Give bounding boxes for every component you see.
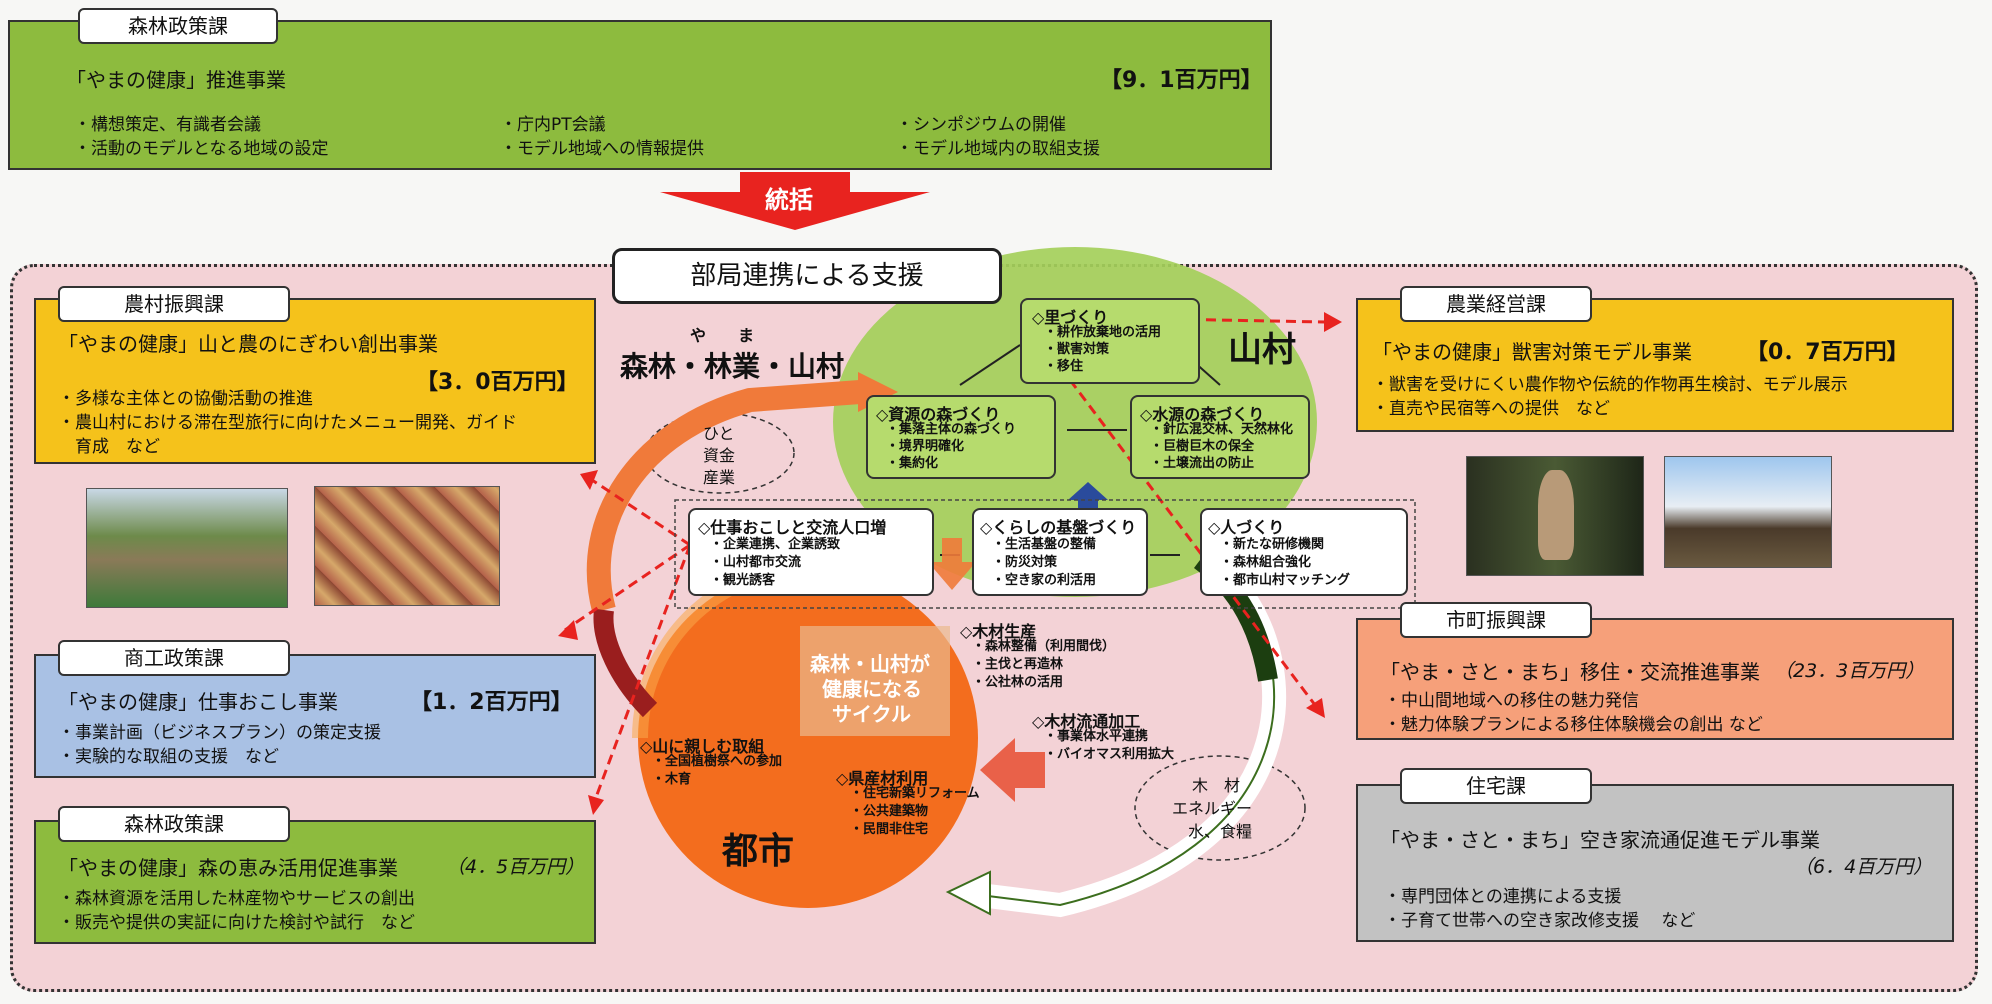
tokatsu-label: 統括 (765, 186, 813, 214)
toshi-label: 都市 (722, 831, 795, 872)
noson-title: 「やまの健康」山と農のにぎわい創出事業 (58, 332, 438, 356)
node-seisan-line-1: ・森林整備（利用間伐） (972, 639, 1116, 654)
shicho-line-1: ・中山間地域への移住の魅力発信 (1384, 691, 1639, 711)
top-item-4: ・活動のモデルとなる地域の設定 (74, 139, 329, 159)
house-photo (1664, 456, 1832, 568)
left-arrow-thick (980, 738, 1045, 802)
jutaku-budget: （6．4百万円） (1794, 856, 1933, 878)
shicho-tab: 市町振興課 (1400, 602, 1592, 638)
node-kensan-line-2: ・公共建築物 (850, 804, 929, 819)
node-hito: ◇人づくり ・新たな研修機関 ・森林組合強化 ・都市山村マッチング (1200, 508, 1408, 596)
nogyo-line-2: ・直売や民宿等への提供 など (1372, 399, 1610, 419)
top-item-2: ・庁内PT会議 (500, 115, 606, 135)
right-box-shicho: 「やま・さと・まち」移住・交流推進事業 （23．3百万円） ・中山間地域への移住… (1356, 618, 1954, 740)
shinrin-tab: 森林政策課 (58, 806, 290, 842)
cycle-box (800, 626, 950, 736)
nogyo-budget: 【0．7百万円】 (1746, 340, 1909, 365)
shinrin-line-2: ・販売や提供の実証に向けた検討や試行 など (58, 913, 415, 933)
mokuzai-line-2: エネルギー (1172, 799, 1253, 818)
hito-label-1: ひと (703, 424, 735, 443)
top-project-box: 「やまの健康」推進事業 【9．1百万円】 ・構想策定、有識者会議 ・庁内PT会議… (8, 20, 1272, 170)
shicho-budget: （23．3百万円） (1774, 660, 1925, 682)
node-ryutsu-line-1: ・事業体水平連携 (1044, 729, 1149, 744)
node-kensan-title: ◇県産材利用 (836, 769, 929, 788)
cycle-line-2: 健康になる (822, 677, 922, 701)
jutaku-title: 「やま・さと・まち」空き家流通促進モデル事業 (1380, 828, 1820, 852)
shinrin-budget: （4．5百万円） (446, 856, 585, 878)
node-shigoto: ◇仕事おこしと交流人口増 ・企業連携、企業誘致 ・山村都市交流 ・観光誘客 (688, 508, 934, 596)
noson-line-1: ・多様な主体との協働活動の推進 (58, 389, 313, 409)
shinrin-title: 「やまの健康」森の恵み活用促進事業 (58, 856, 398, 880)
up-arrow-icon (1068, 482, 1108, 512)
top-item-1: ・構想策定、有識者会議 (74, 115, 261, 135)
middle-row-box (674, 499, 1416, 609)
top-item-6: ・モデル地域内の取組支援 (896, 139, 1100, 159)
right-box-jutaku: 「やま・さと・まち」空き家流通促進モデル事業 （6．4百万円） ・専門団体との連… (1356, 784, 1954, 942)
shoko-tab: 商工政策課 (58, 640, 290, 676)
node-shigen: ◇資源の森づくり ・集落主体の森づくり ・境界明確化 ・集約化 (866, 395, 1056, 479)
hito-label-2: 資金 (703, 446, 736, 465)
down-arrow-thick (928, 538, 976, 590)
node-yamani-title: ◇山に親しむ取組 (640, 737, 765, 756)
market-photo (314, 486, 500, 606)
cycle-line-1: 森林・山村が (810, 652, 930, 676)
top-dept-tab: 森林政策課 (78, 8, 278, 44)
node-yamani-line-2: ・木育 (652, 772, 692, 787)
hito-arrow (586, 380, 861, 614)
node-kurashi: ◇くらしの基盤づくり ・生活基盤の整備 ・防災対策 ・空き家の利活用 (972, 508, 1148, 596)
shinrin-line-1: ・森林資源を活用した林産物やサービスの創出 (58, 889, 415, 909)
nogyo-tab: 農業経営課 (1400, 286, 1592, 322)
support-label: 部局連携による支援 (690, 261, 924, 291)
mokuzai-ellipse (1134, 755, 1306, 861)
node-kensan-line-3: ・民間非住宅 (850, 822, 929, 837)
noson-tab: 農村振興課 (58, 286, 290, 322)
node-suigen: ◇水源の森づくり ・針広混交林、天然林化 ・巨樹巨木の保全 ・土壌流出の防止 (1130, 395, 1310, 479)
node-yamani-line-1: ・全国植樹祭への参加 (652, 754, 783, 769)
jutaku-tab: 住宅課 (1400, 768, 1592, 804)
nogyo-title: 「やまの健康」獣害対策モデル事業 (1372, 340, 1692, 364)
ruby-text: や ま (690, 326, 755, 345)
left-box-noson: 「やまの健康」山と農のにぎわい創出事業 【3．0百万円】 ・多様な主体との協働活… (34, 298, 596, 464)
jutaku-line-1: ・専門団体との連携による支援 (1384, 887, 1622, 907)
down-arrow-icon (660, 172, 930, 230)
top-project-budget: 【9．1百万円】 (1100, 68, 1263, 93)
top-item-3: ・シンポジウムの開催 (896, 115, 1066, 135)
top-project-title: 「やまの健康」推進事業 (66, 68, 286, 92)
shicho-title: 「やま・さと・まち」移住・交流推進事業 (1380, 660, 1760, 684)
village-photo (86, 488, 288, 608)
node-seisan-line-2: ・主伐と再造林 (972, 657, 1064, 672)
mokuzai-line-1: 木 材 (1192, 776, 1241, 795)
node-ryutsu-line-2: ・バイオマス利用拡大 (1044, 747, 1175, 762)
jutaku-line-2: ・子育て世帯への空き家改修支援 など (1384, 911, 1696, 931)
noson-budget: 【3．0百万円】 (416, 370, 579, 395)
mokuzai-line-3: 水、食糧 (1188, 822, 1253, 841)
shoko-line-1: ・事業計画（ビジネスプラン）の策定支援 (58, 723, 381, 743)
deer-shape (1538, 470, 1574, 560)
noson-line-3: 育成 など (58, 437, 160, 457)
node-seisan-line-3: ・公社林の活用 (972, 675, 1064, 690)
cycle-line-3: サイクル (832, 702, 911, 726)
hito-label-3: 産業 (703, 468, 736, 487)
node-ryutsu-title: ◇木材流通加工 (1032, 712, 1141, 731)
forest-heading: 森林・林業・山村 (620, 350, 845, 383)
shoko-line-2: ・実験的な取組の支援 など (58, 747, 279, 767)
shoko-budget: 【1．2百万円】 (410, 690, 573, 715)
support-label-box: 部局連携による支援 (612, 248, 1002, 304)
sanson-label: 山村 (1228, 330, 1296, 370)
nogyo-line-1: ・獣害を受けにくい農作物や伝統的作物再生検討、モデル展示 (1372, 375, 1848, 395)
node-sato: ◇里づくり ・耕作放棄地の活用 ・獣害対策 ・移住 (1020, 298, 1200, 384)
node-seisan-title: ◇木材生産 (960, 622, 1037, 641)
top-item-5: ・モデル地域への情報提供 (500, 139, 704, 159)
node-kensan-line-1: ・住宅新築リフォーム (850, 786, 980, 801)
shoko-title: 「やまの健康」仕事おこし事業 (58, 690, 338, 714)
noson-line-2: ・農山村における滞在型旅行に向けたメニュー開発、ガイド (58, 413, 517, 433)
shicho-line-2: ・魅力体験プランによる移住体験機会の創出 など (1384, 715, 1763, 735)
